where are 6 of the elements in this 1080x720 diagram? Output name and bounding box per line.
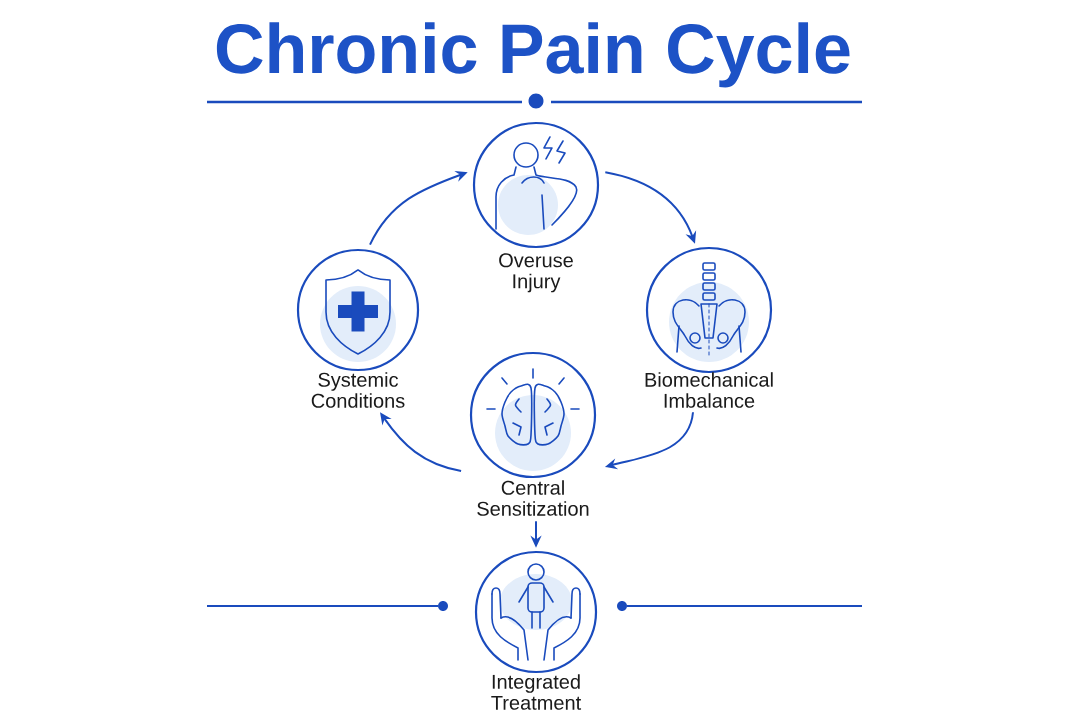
node-label: Systemic Conditions [311, 372, 405, 408]
title: Chronic Pain Cycle [216, 22, 850, 88]
node-label: Biomechanical Imbalance [645, 372, 773, 408]
node-label: Integrated Treatment [491, 674, 582, 710]
node-label: Overuse Injury [499, 253, 573, 293]
node-label: Central Sensitization [477, 480, 589, 516]
